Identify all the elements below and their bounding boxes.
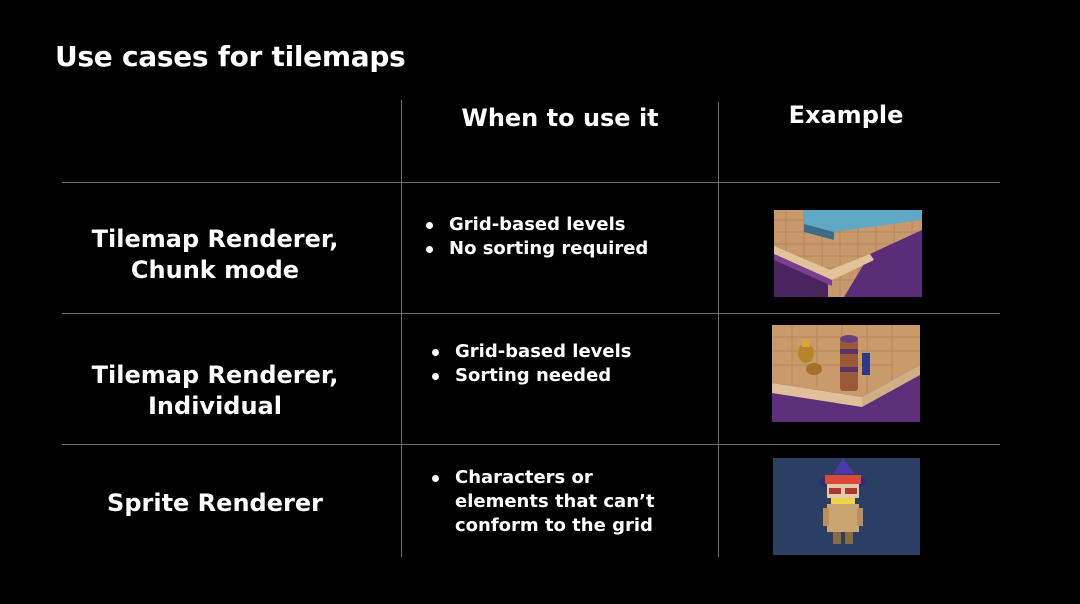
row-divider-2 [62, 313, 1000, 314]
row-1-bullet-list: Grid-based levels No sorting required [424, 213, 704, 261]
row-2-bullet-1: Grid-based levels [430, 340, 710, 364]
wizard-character-sprite-image [773, 458, 920, 555]
row-3-bullet-1: Characters or elements that can’t confor… [430, 466, 660, 538]
row-divider-3 [62, 444, 1000, 445]
row-3-label-line-1: Sprite Renderer [107, 489, 323, 517]
isometric-tilemap-path-image [774, 210, 922, 297]
column-divider-2 [718, 102, 719, 557]
isometric-tilemap-objects-image [772, 325, 920, 422]
slide-title: Use cases for tilemaps [55, 40, 406, 73]
row-1-label: Tilemap Renderer, Chunk mode [62, 224, 368, 286]
row-1-label-line-1: Tilemap Renderer, [91, 225, 339, 253]
header-example: Example [788, 101, 904, 129]
row-1-bullet-2: No sorting required [424, 237, 704, 261]
row-1-bullet-1: Grid-based levels [424, 213, 704, 237]
row-2-label: Tilemap Renderer, Individual [62, 360, 368, 422]
row-2-bullet-list: Grid-based levels Sorting needed [430, 340, 710, 388]
row-2-bullet-2: Sorting needed [430, 364, 710, 388]
row-2-label-line-1: Tilemap Renderer, [91, 361, 339, 389]
header-when-to-use: When to use it [461, 104, 659, 132]
row-2-label-line-2: Individual [148, 392, 282, 420]
row-3-bullet-list: Characters or elements that can’t confor… [430, 466, 660, 538]
column-divider-1 [401, 100, 402, 557]
row-1-label-line-2: Chunk mode [130, 256, 300, 284]
row-divider-1 [62, 182, 1000, 183]
row-3-label: Sprite Renderer [62, 488, 368, 519]
